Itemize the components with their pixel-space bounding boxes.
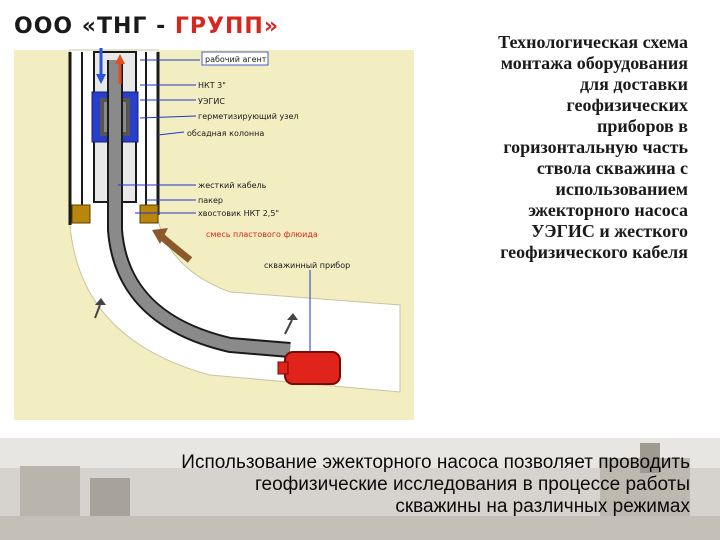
logo-suffix: ГРУПП» <box>174 14 280 39</box>
label-nkt: НКТ 3" <box>198 81 226 90</box>
label-borehole-tool: скважинный прибор <box>264 261 350 270</box>
packer-right <box>139 204 159 224</box>
packer-left <box>71 204 91 224</box>
label-packer: пакер <box>198 196 223 205</box>
label-uegis: УЭГИС <box>198 97 225 106</box>
label-casing: обсадная колонна <box>187 129 264 138</box>
flow-arrow-right <box>284 319 293 335</box>
label-formation-fluid: смесь пластового флюида <box>206 230 318 239</box>
label-rigid-cable: жесткий кабель <box>198 181 267 190</box>
label-nkt-tail: хвостовик НКТ 2,5" <box>198 209 279 218</box>
label-work-agent: рабочий агент <box>205 55 267 64</box>
footer-line-2: геофизические исследования в процессе ра… <box>255 474 690 495</box>
footer-caption: Использование эжекторного насоса позволя… <box>20 452 690 518</box>
footer-background <box>0 438 720 540</box>
well-schematic: рабочий агент НКТ 3" УЭГИС герметизирующ… <box>14 48 414 420</box>
footer-line-3: скважины на различных режимах <box>395 496 690 517</box>
flow-arrow-left <box>94 304 101 319</box>
footer-line-1: Использование эжекторного насоса позволя… <box>181 452 690 473</box>
borehole-tool <box>284 351 341 385</box>
company-logo: ООО «ТНГ - ГРУПП» <box>14 14 279 39</box>
logo-prefix: ООО «ТНГ - <box>14 14 167 39</box>
slide-title: Технологическая схема монтажа оборудован… <box>498 32 688 262</box>
label-sealing-hub: герметизирующий узел <box>198 112 299 121</box>
